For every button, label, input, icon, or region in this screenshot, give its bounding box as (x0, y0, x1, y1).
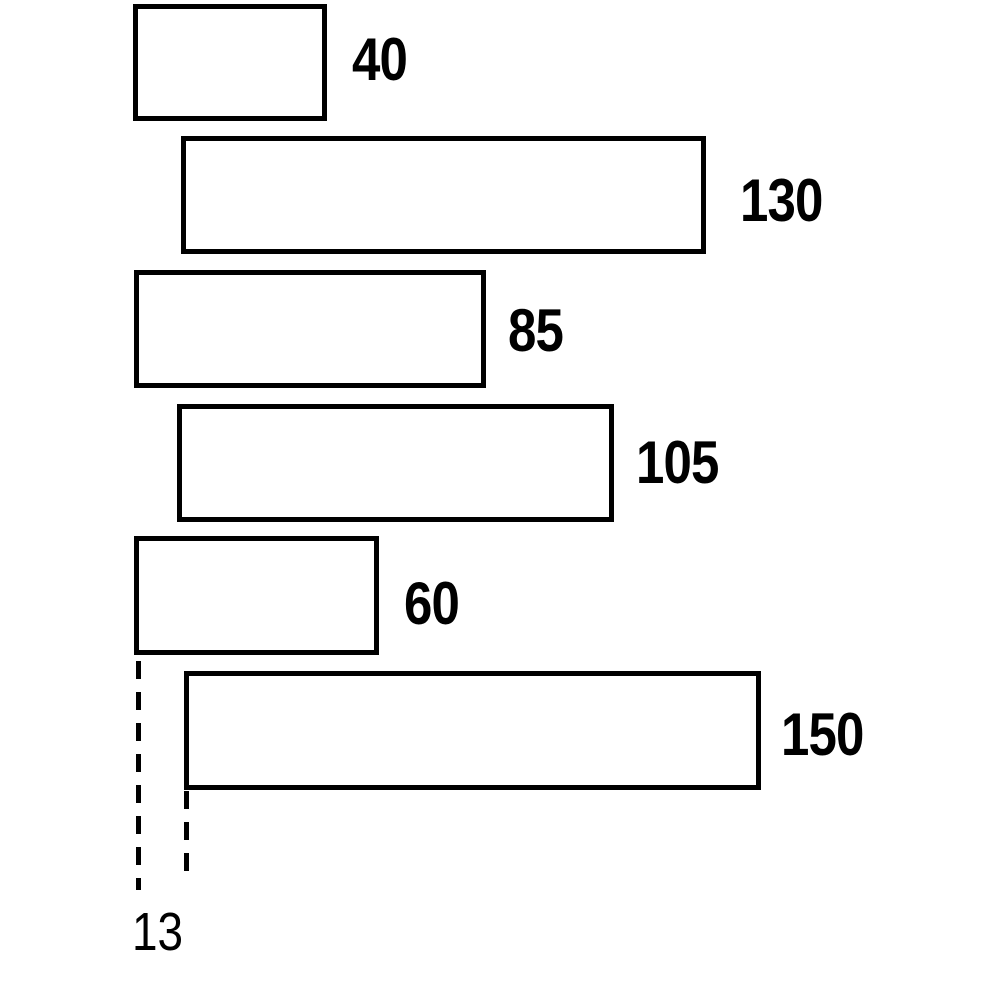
bar-value-label: 85 (508, 297, 564, 364)
bar (181, 136, 706, 254)
bar-value-label: 40 (352, 26, 408, 93)
bar (177, 404, 614, 522)
bar (184, 671, 761, 790)
offset-annotation-label: 13 (132, 902, 184, 962)
bar-value-label: 130 (740, 167, 823, 234)
bar-value-label: 150 (781, 701, 864, 768)
dashed-guide-line (136, 661, 141, 890)
bar (134, 536, 379, 655)
bar-value-label: 105 (636, 429, 719, 496)
bar (134, 270, 486, 388)
bar-value-label: 60 (404, 570, 460, 637)
bar (133, 4, 327, 121)
dashed-guide-line (184, 791, 189, 873)
